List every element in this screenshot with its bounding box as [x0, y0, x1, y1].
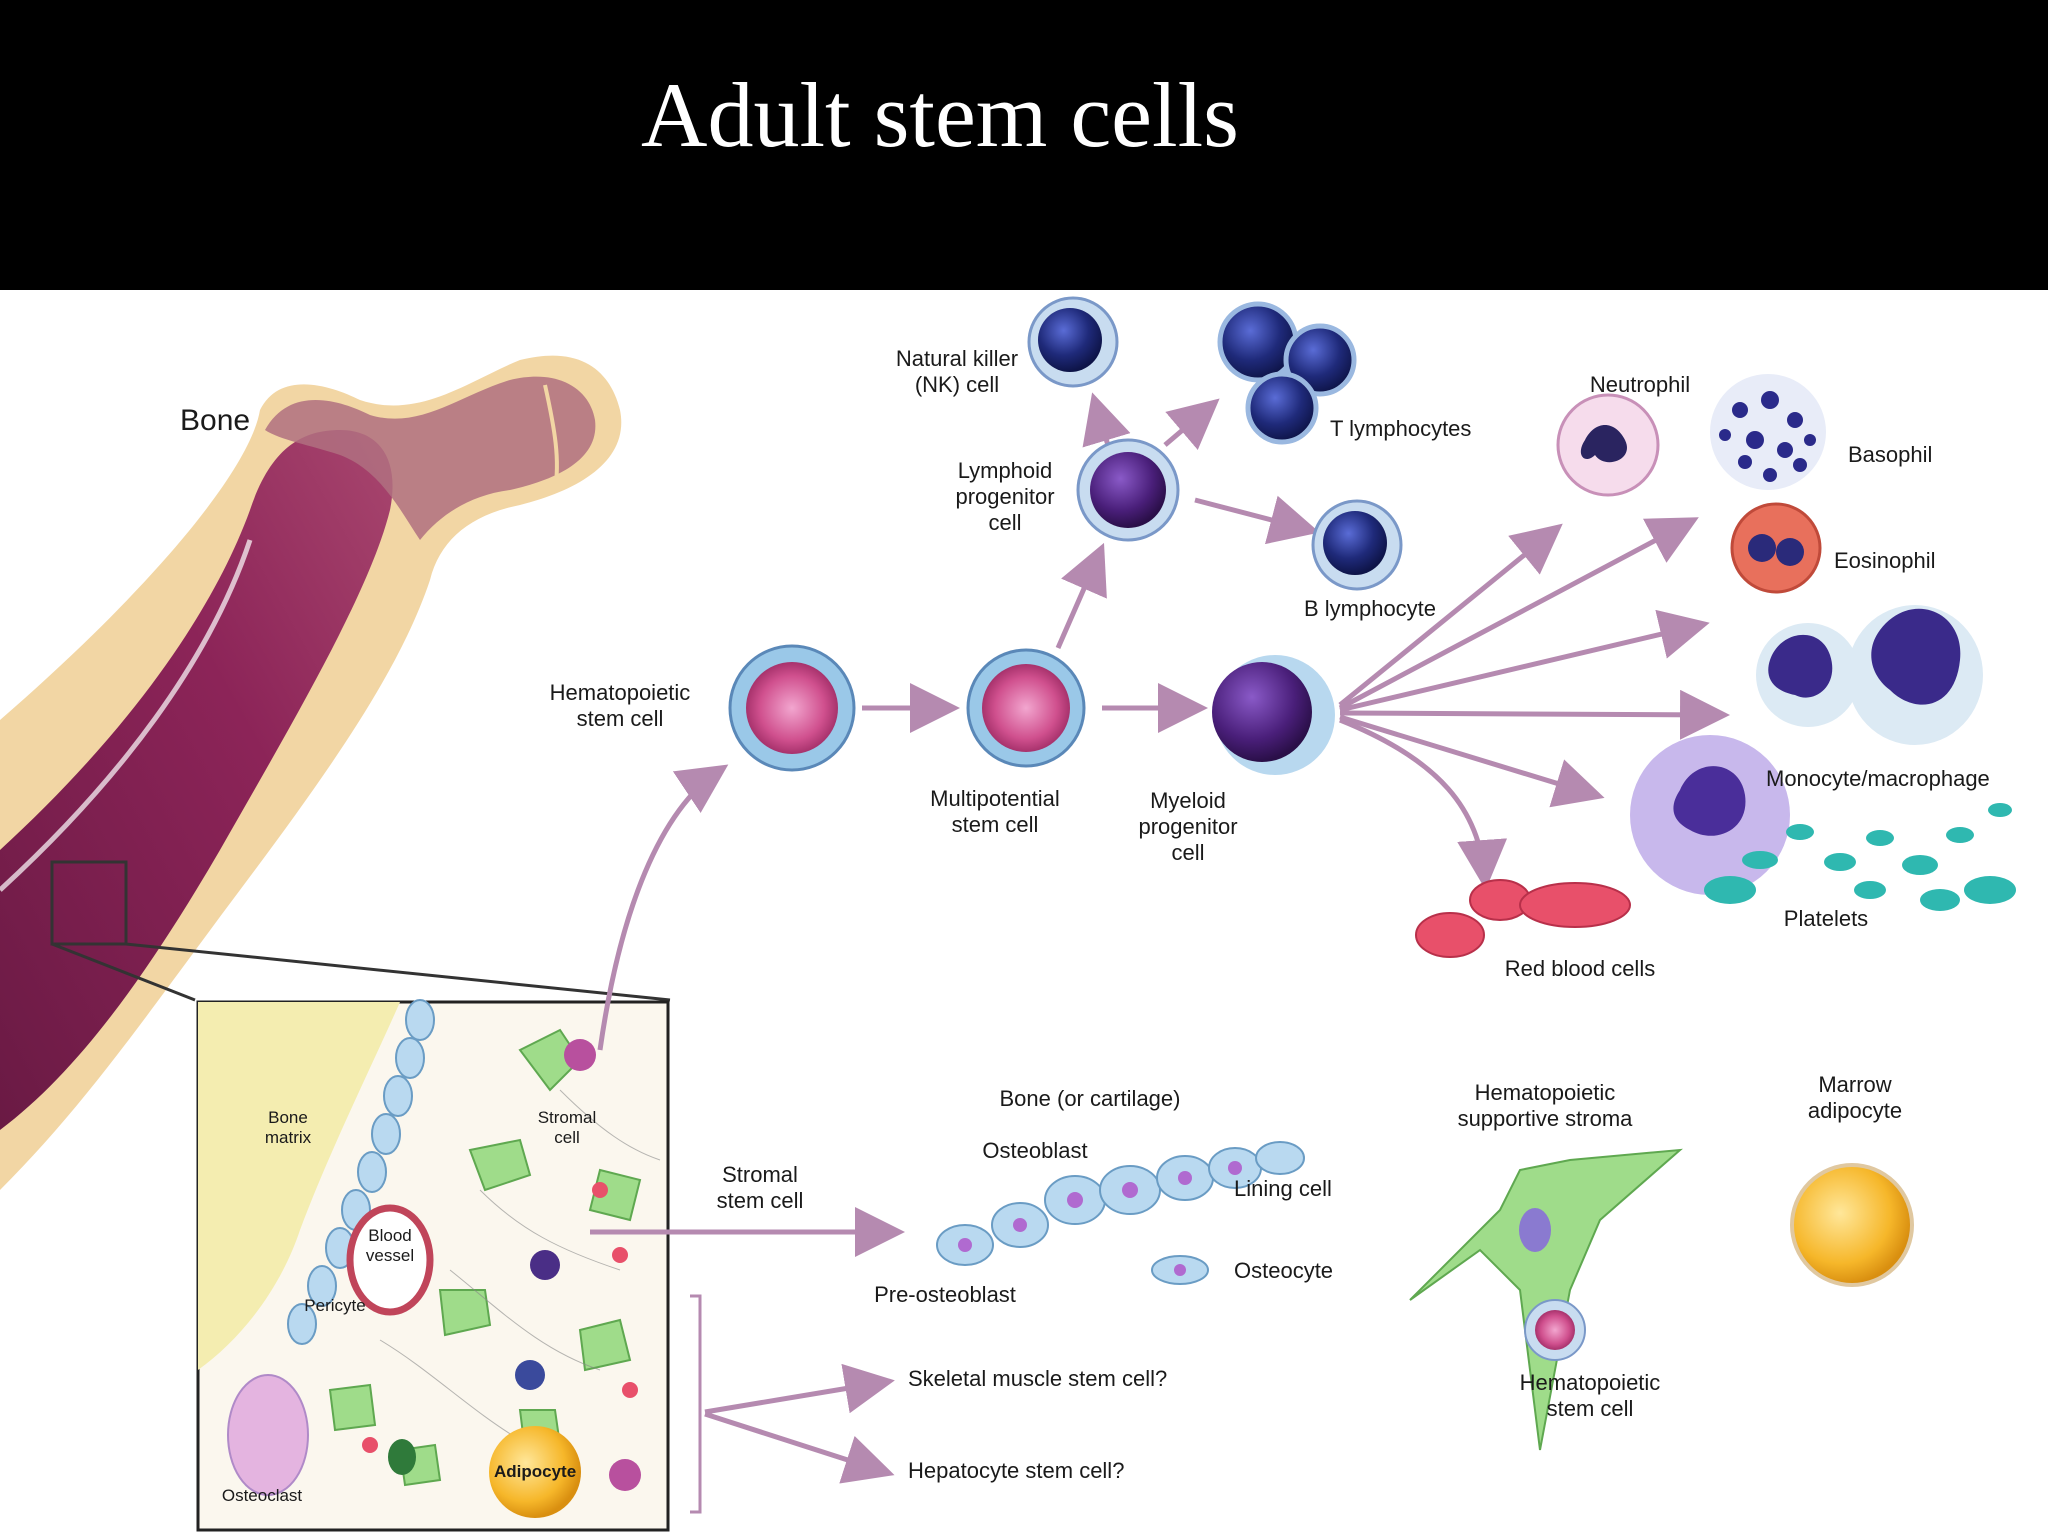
arrows — [590, 392, 1730, 1484]
marrow-inset — [196, 999, 670, 1532]
label-t-lymphocytes: T lymphocytes — [1330, 416, 1472, 441]
red-blood-cells — [1415, 879, 1631, 958]
label-adipocyte: Adipocyte — [494, 1462, 577, 1481]
marrow-adipocyte-cell — [1790, 1163, 1914, 1287]
label-platelets: Platelets — [1783, 906, 1869, 931]
label-bone-or-cartilage: Bone (or cartilage) — [999, 1086, 1181, 1111]
diagram-panel: Bone Natural killer (NK) cell T lymphocy… — [0, 290, 2048, 1536]
label-red-blood-cells: Red blood cells — [1504, 956, 1656, 981]
label-osteoblast: Osteoblast — [982, 1138, 1088, 1163]
platelets — [1704, 803, 2016, 911]
macrophage-large — [1630, 735, 1790, 895]
label-monocyte-macrophage: Monocyte/macrophage — [1766, 766, 1990, 791]
osteoclast-cell — [227, 1374, 309, 1496]
label-skeletal-muscle-stem-cell: Skeletal muscle stem cell? — [908, 1366, 1168, 1391]
neutrophil — [1556, 393, 1660, 497]
label-b-lymphocyte: B lymphocyte — [1303, 596, 1437, 621]
label-eosinophil: Eosinophil — [1834, 548, 1936, 573]
label-lymphoid-progenitor: Lymphoid progenitor cell — [955, 458, 1055, 535]
label-myeloid-progenitor: Myeloid progenitor cell — [1138, 788, 1238, 865]
t-lymphocytes — [1217, 301, 1357, 445]
label-stromal-stem-cell: Stromal stem cell — [716, 1162, 804, 1213]
label-bone: Bone — [180, 404, 251, 437]
supportive-stroma-cell — [1409, 1148, 1683, 1451]
myeloid-progenitor-cell — [1212, 655, 1335, 775]
basophil — [1710, 374, 1826, 490]
label-osteoclast: Osteoclast — [221, 1486, 303, 1505]
label-hematopoietic-stem-cell-stroma: Hematopoietic stem cell — [1519, 1370, 1661, 1421]
label-blood-vessel: Blood vessel — [365, 1226, 415, 1265]
adipocyte-cell — [489, 1426, 581, 1518]
label-hematopoietic-stem-cell: Hematopoietic stem cell — [549, 680, 691, 731]
eosinophil — [1730, 502, 1822, 594]
monocyte-macrophage — [1756, 605, 1983, 745]
slide-title: Adult stem cells — [641, 64, 1239, 166]
lymphoid-progenitor-cell — [1076, 438, 1180, 542]
label-natural-killer-cell: Natural killer (NK) cell — [895, 346, 1019, 397]
label-bone-matrix: Bone matrix — [264, 1108, 312, 1147]
label-basophil: Basophil — [1848, 442, 1933, 467]
label-multipotential-stem-cell: Multipotential stem cell — [930, 786, 1060, 837]
label-pericyte: Pericyte — [304, 1296, 366, 1315]
stem-cell-diagram — [0, 296, 2016, 1532]
hematopoietic-cell-inset — [564, 1039, 596, 1071]
multipotential-stem-cell — [966, 648, 1086, 768]
b-lymphocyte — [1311, 499, 1403, 591]
zoom-box — [50, 860, 128, 946]
label-stromal-cell: Stromal cell — [537, 1108, 597, 1147]
bone-illustration — [0, 355, 671, 1191]
stromal-network — [328, 1028, 642, 1487]
title-bar: Adult stem cells — [0, 0, 2048, 290]
blood-vessel — [346, 1204, 434, 1316]
label-hepatocyte-stem-cell: Hepatocyte stem cell? — [908, 1458, 1125, 1483]
label-supportive-stroma: Hematopoietic supportive stroma — [1457, 1080, 1633, 1131]
label-lining-cell: Lining cell — [1234, 1176, 1332, 1201]
label-osteocyte: Osteocyte — [1234, 1258, 1334, 1283]
label-marrow-adipocyte: Marrow adipocyte — [1807, 1072, 1903, 1123]
label-pre-osteoblast: Pre-osteoblast — [874, 1282, 1016, 1307]
label-neutrophil: Neutrophil — [1589, 372, 1691, 397]
natural-killer-cell — [1027, 296, 1119, 388]
hematopoietic-stem-cell — [728, 644, 856, 772]
